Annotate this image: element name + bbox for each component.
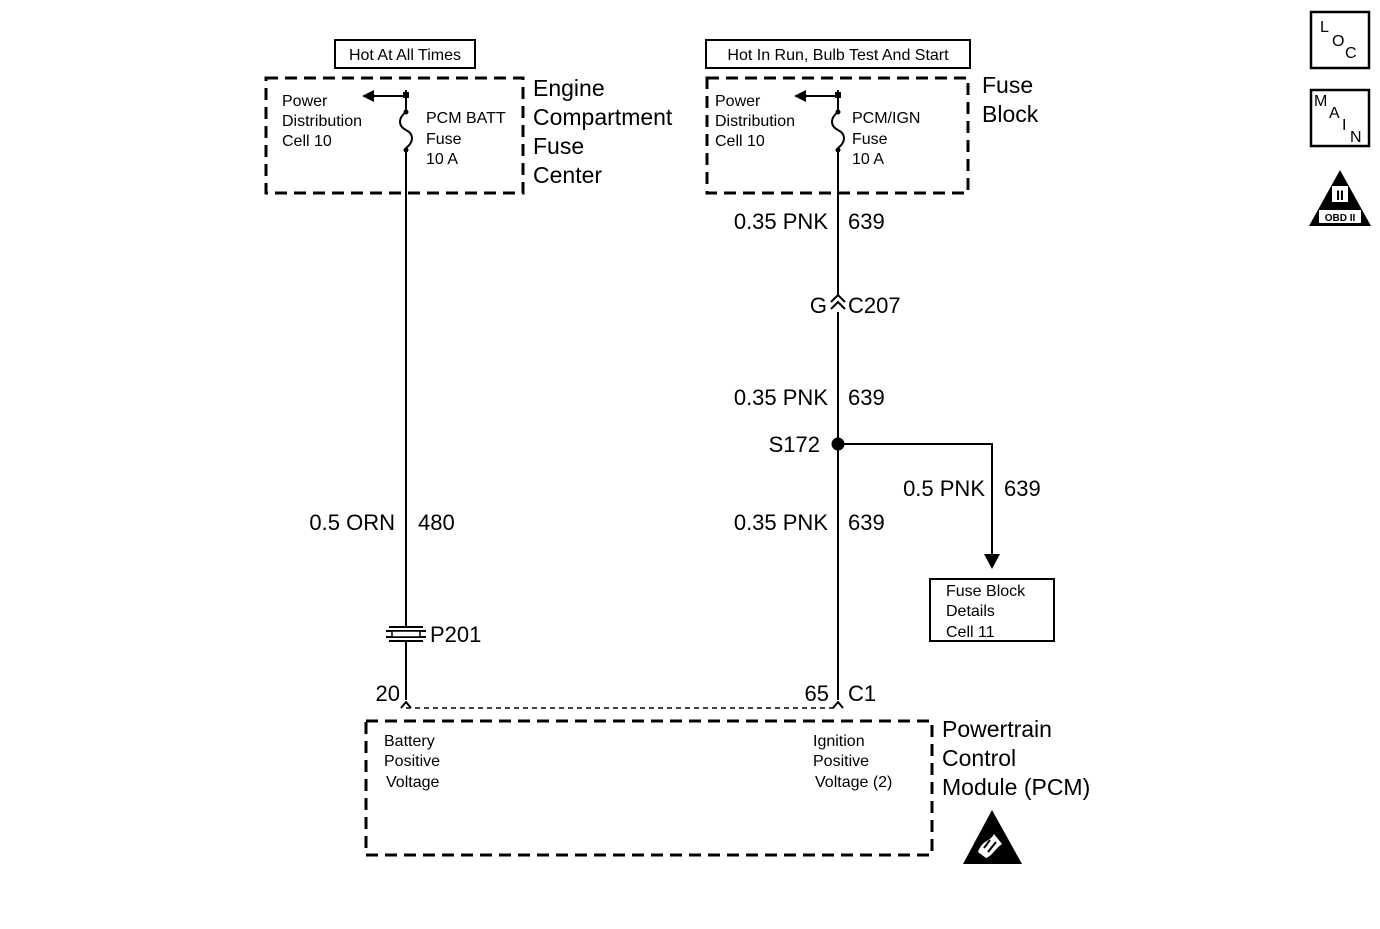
p201-label: P201 <box>430 622 481 647</box>
right-power-line-3: Cell 10 <box>715 133 765 150</box>
orn-gauge-label: 0.5 ORN <box>309 510 395 535</box>
c207-connector: G C207 <box>810 293 901 318</box>
left-title-line-3: Fuse <box>533 133 584 159</box>
pcm-pin-65: 65 <box>805 681 829 706</box>
left-fuse-center-title: Engine Compartment Fuse Center <box>533 75 673 188</box>
right-power-line-2: Distribution <box>715 113 795 130</box>
right-fuse-line-2: Fuse <box>852 131 888 148</box>
pcm-title-line-3: Module (PCM) <box>942 774 1090 800</box>
left-title-line-1: Engine <box>533 75 605 101</box>
pcm-module: Battery Positive Voltage Ignition Positi… <box>364 719 934 857</box>
left-header-box: Hot At All Times <box>334 39 476 69</box>
pcm-title-line-2: Control <box>942 745 1016 771</box>
details-line-2: Details <box>946 603 995 620</box>
p201-connector: P201 <box>386 622 481 647</box>
pnk-low-circuit: 639 <box>848 510 885 535</box>
pnk-mid-gauge: 0.35 PNK <box>734 385 828 410</box>
right-title-line-1: Fuse <box>982 72 1033 98</box>
loc-letter-c: C <box>1345 45 1357 62</box>
main-letter-m: M <box>1314 93 1327 110</box>
left-fuse-line-2: Fuse <box>426 131 462 148</box>
details-line-3: Cell 11 <box>946 624 995 641</box>
right-header-label: Hot In Run, Bulb Test And Start <box>727 47 949 64</box>
left-power-line-1: Power <box>282 93 328 110</box>
left-title-line-4: Center <box>533 162 602 188</box>
pnk-branch-circuit: 639 <box>1004 476 1041 501</box>
fuse-block: Power Distribution Cell 10 PCM/IGN Fuse … <box>705 76 970 195</box>
pcm-left-line-2: Positive <box>384 753 440 770</box>
orn-circuit-label: 480 <box>418 510 455 535</box>
main-letter-a: A <box>1329 105 1340 122</box>
pnk-branch-gauge: 0.5 PNK <box>903 476 985 501</box>
left-fuse-line-1: PCM BATT <box>426 110 506 127</box>
main-letter-n: N <box>1350 129 1362 146</box>
left-fuse-icon <box>399 111 413 149</box>
left-header-label: Hot At All Times <box>349 47 461 64</box>
left-power-line-3: Cell 10 <box>282 133 332 150</box>
left-power-line-2: Distribution <box>282 113 362 130</box>
c207-connector-icon <box>830 293 846 310</box>
details-line-1: Fuse Block <box>946 583 1026 600</box>
obd-ii-icon[interactable]: II OBD II <box>1309 170 1371 226</box>
s172-label: S172 <box>769 432 820 457</box>
pcm-right-line-3: Voltage (2) <box>815 774 892 791</box>
pnk-top-gauge: 0.35 PNK <box>734 209 828 234</box>
main-letter-i: I <box>1342 117 1346 134</box>
c207-name-label: C207 <box>848 293 901 318</box>
pcm-title-line-1: Powertrain <box>942 716 1052 742</box>
pcm-pin-20: 20 <box>376 681 400 706</box>
branch-arrow-icon <box>984 554 1000 569</box>
loc-letter-o: O <box>1332 33 1344 50</box>
pcm-connector-label: C1 <box>848 681 876 706</box>
right-title-line-2: Block <box>982 101 1039 127</box>
right-bus-arrow-icon <box>794 90 806 102</box>
loc-icon[interactable]: L O C <box>1309 10 1371 70</box>
pcm-c1-connector: 20 65 C1 <box>376 681 876 709</box>
esd-warning-icon <box>963 810 1022 864</box>
right-power-line-1: Power <box>715 93 761 110</box>
c207-pin-label: G <box>810 293 827 318</box>
pcm-right-line-2: Positive <box>813 753 869 770</box>
left-title-line-2: Compartment <box>533 104 673 130</box>
pcm-right-line-1: Ignition <box>813 733 865 750</box>
obd-label: OBD II <box>1325 213 1356 224</box>
left-bus-arrow-icon <box>362 90 374 102</box>
right-fuse-icon <box>831 111 845 149</box>
obd-numeral: II <box>1336 187 1344 203</box>
pnk-top-circuit: 639 <box>848 209 885 234</box>
main-icon[interactable]: M A I N <box>1309 88 1371 148</box>
wire-orn-480: 0.5 ORN 480 <box>309 150 455 700</box>
pcm-left-line-1: Battery <box>384 733 435 750</box>
s172-splice: S172 0.5 PNK 639 <box>769 432 1041 569</box>
engine-compartment-fuse-center: Power Distribution Cell 10 PCM BATT Fuse… <box>264 76 525 195</box>
fuse-block-details-box[interactable]: Fuse Block Details Cell 11 <box>929 578 1055 642</box>
loc-letter-l: L <box>1320 19 1329 36</box>
pcm-left-line-3: Voltage <box>386 774 439 791</box>
pnk-low-gauge: 0.35 PNK <box>734 510 828 535</box>
wire-pnk-639: 0.35 PNK 639 0.35 PNK 639 0.35 PNK 639 <box>734 150 885 700</box>
pcm-title: Powertrain Control Module (PCM) <box>942 716 1090 800</box>
right-fuse-line-3: 10 A <box>852 151 884 168</box>
right-fuse-line-1: PCM/IGN <box>852 110 920 127</box>
right-header-box: Hot In Run, Bulb Test And Start <box>705 39 971 69</box>
fuse-block-title: Fuse Block <box>982 72 1039 127</box>
pnk-mid-circuit: 639 <box>848 385 885 410</box>
left-fuse-line-3: 10 A <box>426 151 458 168</box>
